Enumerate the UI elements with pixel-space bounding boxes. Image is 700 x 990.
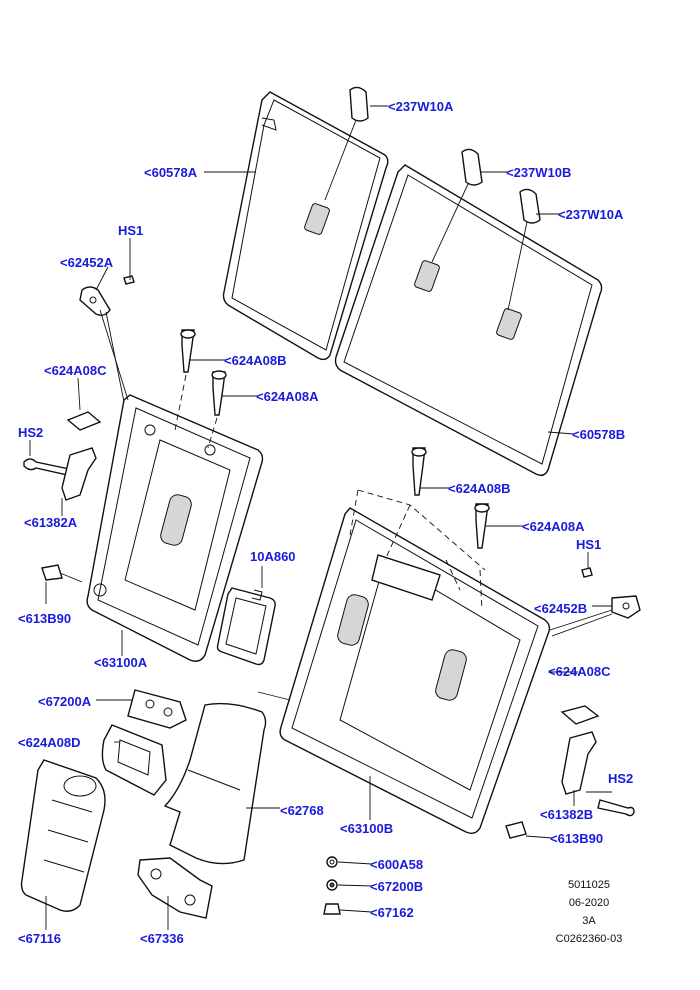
seat-belt-guide-left[interactable] xyxy=(324,86,369,201)
label-624a08c-right[interactable]: <624A08C xyxy=(548,664,611,679)
seat-back-frame-right[interactable] xyxy=(257,507,551,835)
label-63100b[interactable]: <63100B xyxy=(340,821,394,836)
label-613b90-left[interactable]: <613B90 xyxy=(18,611,72,626)
label-624a08b-right[interactable]: <624A08B xyxy=(448,481,511,496)
label-624a08a-right[interactable]: <624A08A xyxy=(522,519,585,534)
label-624a08a-left[interactable]: <624A08A xyxy=(256,389,319,404)
label-67336[interactable]: <67336 xyxy=(140,931,184,946)
label-60578b[interactable]: <60578B xyxy=(572,427,626,442)
label-624a08b-left[interactable]: <624A08B xyxy=(224,353,287,368)
label-600a58[interactable]: <600A58 xyxy=(370,857,424,872)
latch-parts[interactable] xyxy=(41,564,527,839)
label-237w10b[interactable]: <237W10B xyxy=(506,165,572,180)
drawing-date: 06-2020 xyxy=(568,897,610,909)
hinge-67336[interactable] xyxy=(137,857,213,919)
assembly-guides xyxy=(349,489,486,611)
label-67200a[interactable]: <67200A xyxy=(38,694,92,709)
label-237w10a-right[interactable]: <237W10A xyxy=(558,207,624,222)
label-60578a[interactable]: <60578A xyxy=(144,165,198,180)
drawing-revision: 3A xyxy=(582,915,596,927)
seat-back-frame-left[interactable] xyxy=(86,394,264,662)
label-67200b[interactable]: <67200B xyxy=(370,879,424,894)
bolts-and-brackets[interactable] xyxy=(23,447,635,817)
leader-lines xyxy=(29,105,612,930)
label-61382a[interactable]: <61382A xyxy=(24,515,78,530)
label-63100a[interactable]: <63100A xyxy=(94,655,148,670)
label-10a860[interactable]: 10A860 xyxy=(250,549,296,564)
bracket-right[interactable] xyxy=(549,567,641,637)
seat-belt-guides-right[interactable] xyxy=(431,148,541,311)
access-panel-10a860[interactable] xyxy=(216,587,276,666)
drawing-number: 5011025 xyxy=(567,879,610,891)
head-restraint-guides[interactable] xyxy=(174,329,490,549)
label-62452a[interactable]: <62452A xyxy=(60,255,114,270)
label-hs2-right[interactable]: HS2 xyxy=(608,771,634,786)
label-hs1-left[interactable]: HS1 xyxy=(118,223,144,238)
label-237w10a-top[interactable]: <237W10A xyxy=(388,99,454,114)
bracket-left[interactable] xyxy=(79,275,135,403)
label-613b90-right[interactable]: <613B90 xyxy=(550,831,604,846)
seat-back-cover-left[interactable] xyxy=(222,91,389,361)
label-62452b[interactable]: <62452B xyxy=(534,601,588,616)
clips-624a08c[interactable] xyxy=(66,411,600,725)
label-61382b[interactable]: <61382B xyxy=(540,807,594,822)
armrest-parts[interactable] xyxy=(20,689,187,912)
label-67116[interactable]: <67116 xyxy=(18,931,62,946)
fasteners[interactable] xyxy=(323,856,341,915)
label-67162[interactable]: <67162 xyxy=(370,905,414,920)
seat-back-cover-right[interactable] xyxy=(334,164,603,477)
label-hs2-left[interactable]: HS2 xyxy=(18,425,44,440)
label-624a08c-left[interactable]: <624A08C xyxy=(44,363,107,378)
armrest-cover[interactable] xyxy=(163,702,267,865)
label-62768[interactable]: <62768 xyxy=(280,803,324,818)
drawing-code: C0262360-03 xyxy=(555,933,623,945)
label-624a08d[interactable]: <624A08D xyxy=(18,735,81,750)
label-hs1-right[interactable]: HS1 xyxy=(576,537,602,552)
